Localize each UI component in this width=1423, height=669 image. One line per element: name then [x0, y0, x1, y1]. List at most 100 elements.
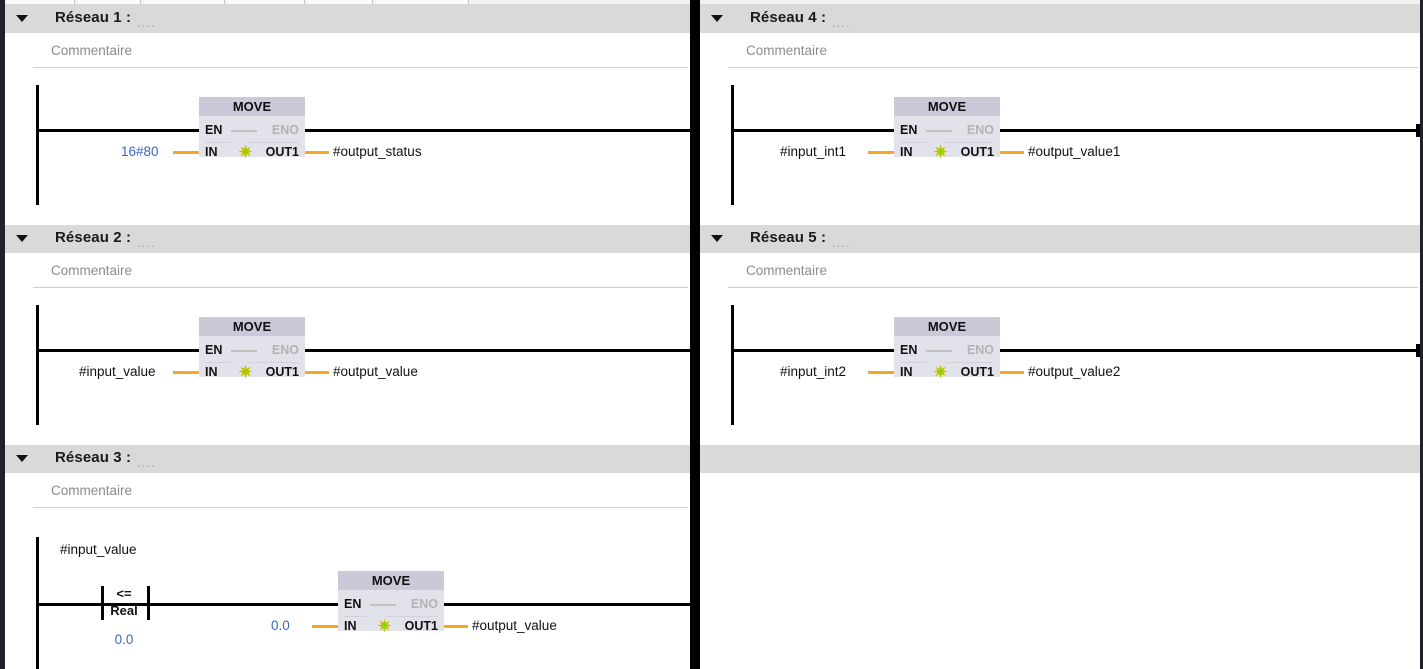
out-operand-value[interactable]: #output_value [472, 618, 557, 633]
network-1-title-dots: .... [137, 15, 156, 30]
network-2-header[interactable]: Réseau 2 : .... [5, 225, 690, 253]
tab-sliver-2[interactable] [78, 0, 141, 4]
move-block[interactable]: MOVE EN ENO IN OUT1 [894, 97, 1000, 159]
move-block[interactable]: MOVE EN ENO IN OUT1 [338, 571, 444, 633]
move-eno-label: ENO [966, 123, 994, 137]
enable-star-icon [934, 145, 947, 158]
rung-end-cap [1416, 344, 1420, 357]
out-operand-value[interactable]: #output_value1 [1028, 144, 1121, 159]
move-en-label: EN [900, 343, 918, 357]
move-out1-label: OUT1 [960, 145, 994, 159]
move-out1-label: OUT1 [265, 365, 299, 379]
network-3-comment-rule [33, 507, 688, 508]
move-eno-label: ENO [271, 123, 299, 137]
collapse-caret-icon[interactable] [16, 235, 28, 242]
in-operand-value[interactable]: 0.0 [271, 618, 290, 633]
move-in-label: IN [344, 619, 357, 633]
move-out1-label: OUT1 [404, 619, 438, 633]
contact-bar-right [147, 586, 150, 620]
in-wire [173, 371, 199, 374]
rung-end-cap [1416, 124, 1420, 137]
move-in-label: IN [205, 365, 218, 379]
network-2-title-dots: .... [137, 235, 156, 250]
move-en-label: EN [900, 123, 918, 137]
network-5-comment[interactable]: Commentaire [746, 263, 828, 278]
tab-sliver-5[interactable] [308, 0, 373, 4]
eno-connector [926, 350, 952, 352]
right-pane: Réseau 4 : .... Commentaire MOVE EN ENO … [700, 5, 1420, 669]
move-block[interactable]: MOVE EN ENO IN OUT1 [894, 317, 1000, 379]
power-rail [731, 85, 734, 205]
compare-datatype: Real [110, 603, 138, 618]
out-separator [942, 142, 994, 143]
collapse-caret-icon[interactable] [711, 15, 723, 22]
in-wire [868, 371, 894, 374]
in-wire [868, 151, 894, 154]
out-wire [305, 151, 329, 154]
network-3-header[interactable]: Réseau 3 : .... [5, 445, 690, 473]
network-3-title-dots: .... [137, 455, 156, 470]
move-en-label: EN [344, 597, 362, 611]
network-4-comment[interactable]: Commentaire [746, 43, 828, 58]
network-4-comment-rule [728, 67, 1418, 68]
out-operand-value[interactable]: #output_value2 [1028, 364, 1121, 379]
move-block[interactable]: MOVE EN ENO IN OUT1 [199, 317, 305, 379]
in-separator [344, 616, 370, 617]
eno-connector [231, 130, 257, 132]
network-5-body: Commentaire MOVE EN ENO IN OUT1 #input [700, 253, 1420, 445]
network-4-title-dots: .... [832, 15, 851, 30]
move-block-title: MOVE [338, 571, 444, 590]
out-wire [444, 625, 468, 628]
network-1-comment[interactable]: Commentaire [51, 43, 133, 58]
rung-line [36, 349, 690, 352]
in-operand-value[interactable]: #input_value [79, 364, 156, 379]
collapse-caret-icon[interactable] [16, 15, 28, 22]
network-2-title: Réseau 2 : [55, 229, 132, 246]
tab-sliver-1[interactable] [6, 0, 75, 4]
network-4-header[interactable]: Réseau 4 : .... [700, 5, 1420, 33]
network-2: Réseau 2 : .... Commentaire MOVE EN ENO … [5, 225, 690, 445]
in-wire [312, 625, 338, 628]
move-en-label: EN [205, 343, 223, 357]
collapse-caret-icon[interactable] [16, 455, 28, 462]
out-operand-value[interactable]: #output_value [333, 364, 418, 379]
compare-operand[interactable]: #input_value [60, 542, 137, 557]
collapse-caret-icon[interactable] [711, 235, 723, 242]
tab-strip-underline [0, 4, 1423, 5]
network-5-header[interactable]: Réseau 5 : .... [700, 225, 1420, 253]
network-1-body: Commentaire MOVE EN ENO IN OUT1 [5, 33, 690, 225]
in-operand-value[interactable]: #input_int2 [780, 364, 847, 379]
network-2-comment[interactable]: Commentaire [51, 263, 133, 278]
network-1-header[interactable]: Réseau 1 : .... [5, 5, 690, 33]
in-operand-value[interactable]: 16#80 [121, 144, 159, 159]
left-pane: Réseau 1 : .... Commentaire MOVE EN ENO … [5, 5, 690, 669]
pane-splitter[interactable] [690, 0, 700, 669]
network-5: Réseau 5 : .... Commentaire MOVE EN ENO … [700, 225, 1420, 445]
move-block[interactable]: MOVE EN ENO IN OUT1 [199, 97, 305, 159]
eno-connector [370, 604, 396, 606]
tab-sliver-3[interactable] [144, 0, 225, 4]
power-rail [731, 305, 734, 425]
in-operand-value[interactable]: #input_int1 [780, 144, 847, 159]
network-1-title: Réseau 1 : [55, 9, 132, 26]
left-dark-gutter [0, 0, 5, 669]
compare-value[interactable]: 0.0 [114, 632, 134, 647]
network-3-comment[interactable]: Commentaire [51, 483, 133, 498]
rung-line [731, 349, 1417, 352]
network-3-header-continuation [700, 445, 1420, 473]
tab-strip-sliver [0, 0, 1423, 5]
out-wire [1000, 151, 1024, 154]
out-separator [247, 142, 299, 143]
move-eno-label: ENO [410, 597, 438, 611]
network-4-title: Réseau 4 : [750, 9, 827, 26]
contact-bar-left [101, 586, 104, 620]
tab-sliver-4[interactable] [228, 0, 305, 4]
network-5-title: Réseau 5 : [750, 229, 827, 246]
in-wire [173, 151, 199, 154]
move-eno-label: ENO [966, 343, 994, 357]
network-3-body: Commentaire #input_value <= Real 0.0 MOV… [5, 473, 690, 669]
tab-sliver-6[interactable] [376, 0, 469, 4]
out-operand-value[interactable]: #output_status [333, 144, 422, 159]
out-separator [247, 362, 299, 363]
network-2-comment-rule [33, 287, 688, 288]
